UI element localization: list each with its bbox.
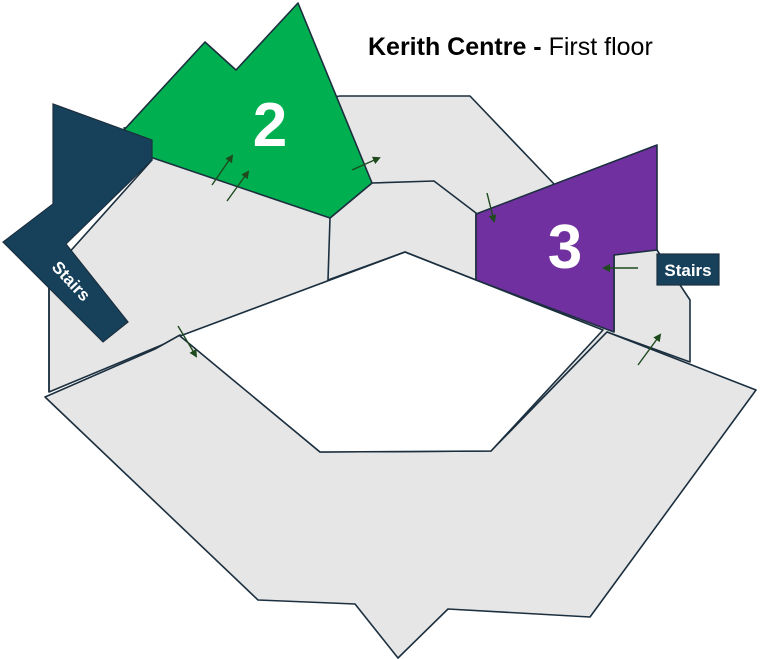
room-3-number: 3: [548, 213, 582, 282]
door-arrow-icon: [351, 156, 381, 171]
door-arrow-icon: [226, 170, 250, 202]
room-3[interactable]: [475, 144, 658, 333]
stairs-left[interactable]: [2, 103, 153, 343]
stairs-right-label: Stairs: [664, 261, 711, 280]
lower-wing: [44, 331, 757, 659]
map-title-floor: First floor: [548, 33, 653, 61]
room-2-number: 2: [253, 91, 287, 160]
room-2[interactable]: [123, 2, 373, 219]
wall-partition-upper-inner: [327, 180, 477, 282]
map-title-building: Kerith Centre -: [368, 33, 542, 61]
door-arrow-icon: [486, 192, 497, 223]
door-arrow-icon: [637, 333, 662, 366]
door-arrows: [177, 154, 662, 366]
door-arrow-icon: [177, 325, 198, 358]
stairs-right[interactable]: [656, 253, 720, 286]
door-arrow-icon: [211, 154, 234, 186]
map-title: Kerith Centre - First floor: [368, 33, 653, 62]
